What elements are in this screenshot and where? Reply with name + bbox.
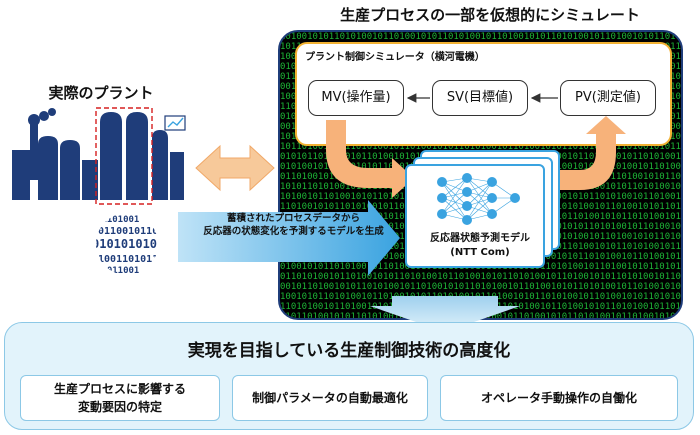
svg-text:01101001: 01101001: [96, 215, 139, 225]
chart-icon: [164, 115, 186, 131]
data-arrow-line2: 反応器の状態変化を予測するモデルを生成: [203, 226, 384, 237]
goal-item-1-line1: 生産プロセスに影響する: [53, 382, 186, 396]
model-card: [405, 164, 545, 268]
goal-item-parameter-optimization: 制御パラメータの自動最適化: [232, 375, 428, 421]
sv-box: SV(目標値): [432, 80, 528, 116]
down-arrow: [370, 296, 520, 332]
svg-text:01011001: 01011001: [96, 266, 139, 276]
model-label-line2: (NTT Com): [450, 247, 510, 258]
simulation-title: 生産プロセスの一部を仮想的にシミュレート: [340, 6, 640, 24]
model-label: 反応器状態予測モデル (NTT Com): [405, 232, 555, 260]
svg-text:10110010110: 10110010110: [92, 226, 158, 237]
goal-item-manual-automation: オペレータ手動操作の自働化: [440, 375, 678, 421]
plant-icon: [12, 107, 186, 205]
data-arrow-text: 蓄積されたプロセスデータから 反応器の状態変化を予測するモデルを生成: [196, 212, 391, 238]
goal-item-3-line1: オペレータ手動操作の自働化: [480, 391, 637, 405]
data-arrow-shape: [178, 200, 400, 276]
svg-text:11001101011: 11001101011: [92, 254, 158, 265]
plant-sim-double-arrow: [195, 144, 275, 192]
bottom-title: 実現を目指している生産制御技術の高度化: [187, 341, 511, 361]
mv-box: MV(操作量): [308, 80, 404, 116]
model-to-pv-arrow: [555, 116, 626, 190]
mv-to-model-arrow: [326, 120, 414, 198]
goal-item-variation-factors: 生産プロセスに影響する 変動要因の特定: [20, 375, 220, 421]
neural-network-icon: [437, 173, 520, 225]
svg-text:0101010101: 0101010101: [92, 237, 164, 251]
goal-item-2-line1: 制御パラメータの自動最適化: [252, 391, 408, 405]
data-arrow-line1: 蓄積されたプロセスデータから: [226, 213, 360, 224]
pv-box: PV(測定値): [560, 80, 656, 116]
goal-item-1-line2: 変動要因の特定: [77, 400, 162, 414]
plant-title: 実際のプラント: [48, 84, 154, 102]
simulator-label: プラント制御シミュレータ（横河電機）: [305, 52, 485, 63]
highlight-box: [95, 107, 153, 205]
data-globe-icon: 01101001 10110010110 0101010101 11001101…: [92, 215, 164, 276]
model-label-line1: 反応器状態予測モデル: [430, 233, 530, 244]
